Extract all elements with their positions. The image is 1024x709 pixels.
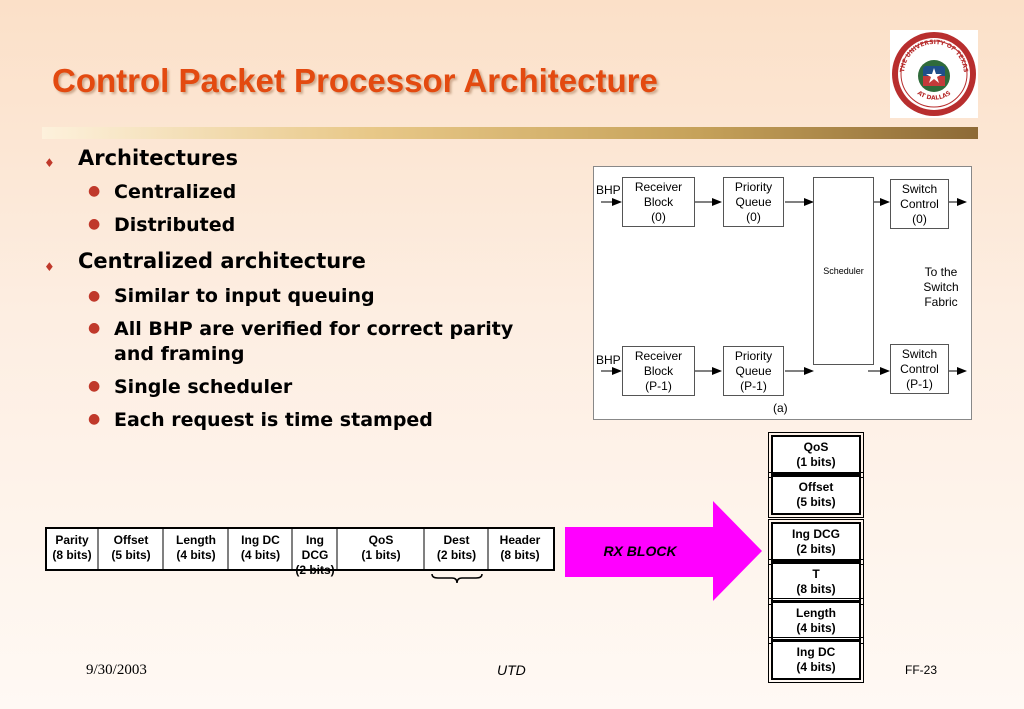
bullet-single-scheduler: Single scheduler	[114, 376, 293, 398]
bullet-input-queuing: Similar to input queuing	[114, 285, 375, 307]
stack-field-ing-dc: Ing DC(4 bits)	[768, 637, 864, 683]
title-divider	[42, 127, 978, 139]
bullet-dot-icon: ●	[88, 378, 101, 394]
field-dest: Dest(2 bits)	[436, 533, 477, 562]
slide-title: Control Packet Processor Architecture	[52, 62, 658, 99]
bullet-bhp-verified-cont: and framing	[114, 343, 245, 365]
field-header: Header(8 bits)	[499, 533, 541, 562]
dest-brace-icon	[431, 573, 483, 584]
bullet-diamond-icon: ♦	[44, 260, 55, 274]
bhp-label-p1: BHP	[596, 353, 621, 367]
bhp-label-0: BHP	[596, 183, 621, 197]
stack-field-t: T(8 bits)	[768, 559, 864, 605]
field-parity: Parity(8 bits)	[52, 533, 92, 562]
rx-block-label: RX BLOCK	[603, 543, 677, 559]
bullet-bhp-verified: All BHP are verified for correct parity	[114, 318, 514, 340]
packet-table-dividers	[97, 527, 489, 569]
diagram-caption: (a)	[773, 401, 788, 415]
bullet-diamond-icon: ♦	[44, 156, 55, 170]
bullet-centralized-architecture: Centralized architecture	[78, 249, 366, 273]
scheduler-block: Scheduler	[813, 177, 874, 365]
bullet-dot-icon: ●	[88, 411, 101, 427]
field-ing-dc: Ing DC(4 bits)	[240, 533, 281, 562]
stack-field-offset: Offset(5 bits)	[768, 472, 864, 518]
bullet-dot-icon: ●	[88, 216, 101, 232]
packet-format-table	[45, 527, 555, 571]
university-seal: THE UNIVERSITY OF TEXAS AT DALLAS	[890, 30, 978, 118]
footer-date: 9/30/2003	[86, 662, 147, 678]
bullet-time-stamped: Each request is time stamped	[114, 409, 433, 431]
bullet-centralized: Centralized	[114, 181, 237, 203]
bullet-dot-icon: ●	[88, 288, 101, 304]
bullet-dot-icon: ●	[88, 183, 101, 199]
bullet-distributed: Distributed	[114, 214, 236, 236]
footer-page-number: FF-23	[905, 663, 938, 677]
field-offset: Offset(5 bits)	[111, 533, 151, 562]
bullet-dot-icon: ●	[88, 320, 101, 336]
field-ing-dcg: Ing DCG(2 bits)	[295, 533, 335, 577]
stack-field-ing-dcg: Ing DCG(2 bits)	[768, 519, 864, 565]
bullet-architectures: Architectures	[78, 146, 239, 170]
stack-field-length: Length(4 bits)	[768, 598, 864, 644]
footer-center: UTD	[497, 662, 526, 678]
diagram-arrows	[601, 198, 967, 375]
stack-field-qos: QoS(1 bits)	[768, 432, 864, 478]
field-length: Length(4 bits)	[176, 533, 216, 562]
rx-block-arrow	[565, 501, 762, 601]
field-qos: QoS(1 bits)	[361, 533, 401, 562]
